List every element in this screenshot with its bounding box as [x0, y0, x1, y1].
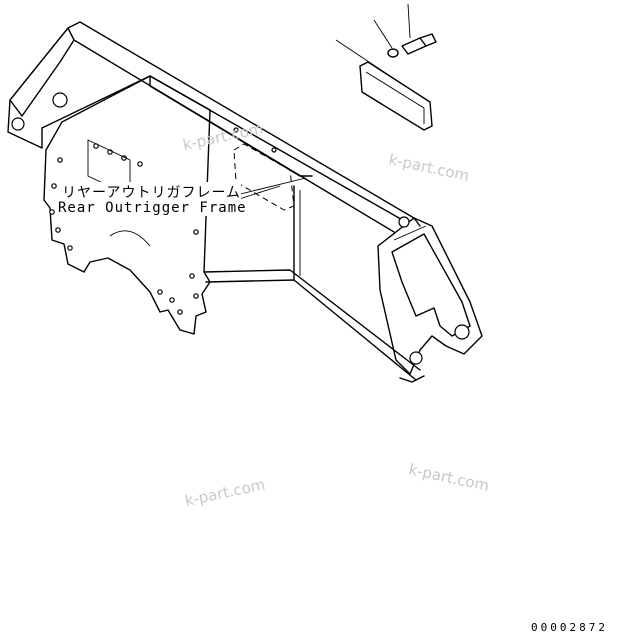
bolt-and-washer — [387, 33, 437, 58]
outrigger-frame — [7, 21, 483, 383]
watermark-text: k-part.com — [387, 150, 471, 185]
watermark-text: k-part.com — [407, 460, 491, 495]
cover-plate — [359, 61, 433, 131]
side-plate-holes — [49, 143, 199, 315]
part-label-english: Rear Outrigger Frame — [58, 200, 247, 216]
leader-lines — [231, 3, 411, 201]
part-label-japanese: リヤーアウトリガフレーム — [62, 182, 242, 202]
diagram-number: 00002872 — [531, 621, 608, 634]
watermark-text: k-part.com — [183, 475, 267, 510]
